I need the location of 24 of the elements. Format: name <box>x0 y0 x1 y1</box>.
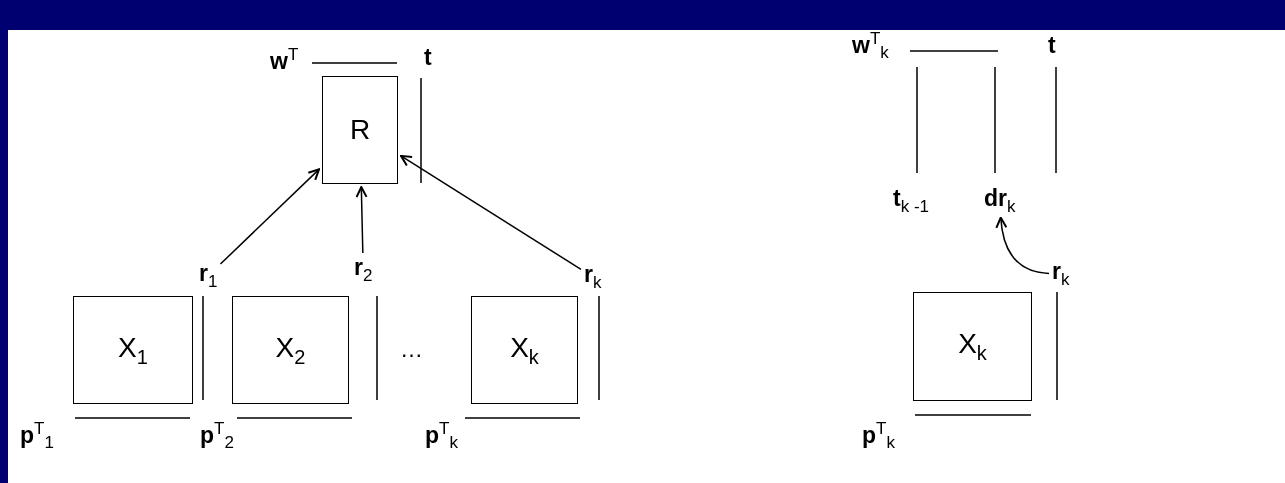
vector-symbol: dr$_{k}$ <box>984 187 1016 215</box>
arrow <box>219 168 320 265</box>
matrix-box <box>232 296 349 404</box>
matrix-symbol: R <box>349 116 371 144</box>
vector-symbol: r$_{2}$ <box>354 256 373 284</box>
arrow <box>995 216 1050 275</box>
math-label: t$_{k -1}$ <box>893 187 929 215</box>
arrow <box>355 186 368 254</box>
matrix-symbol: X$_{k}$ <box>958 330 987 363</box>
vector-symbol: r$_{k}$ <box>584 263 602 291</box>
math-label: … <box>400 338 423 361</box>
matrix-box <box>322 76 398 184</box>
math-label: w$^{T}$ <box>270 46 299 73</box>
matrix-symbol: X$_{2}$ <box>275 333 306 367</box>
matrix-box <box>73 296 193 404</box>
math-label: t <box>424 46 432 69</box>
matrix-box <box>913 292 1032 401</box>
arrow <box>400 154 582 271</box>
matrix-box <box>471 296 578 404</box>
matrix-symbol: X$_{k}$ <box>510 333 539 367</box>
math-label: t <box>1048 34 1056 57</box>
matrix-symbol: X$_{1}$ <box>118 333 148 367</box>
vector-symbol: r$_{k}$ <box>1052 260 1070 288</box>
vector-symbol: r$_{1}$ <box>199 262 218 290</box>
